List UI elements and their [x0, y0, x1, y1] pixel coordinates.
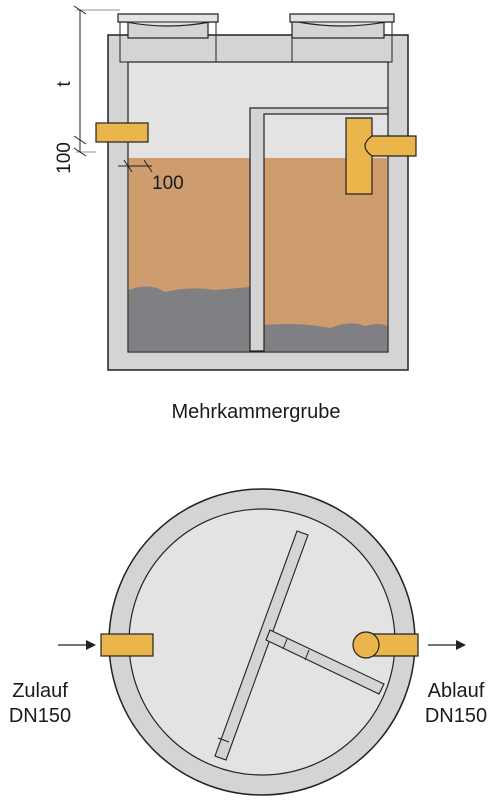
section-view: t 100 100 Mehrkammergrube — [54, 5, 417, 423]
section-caption: Mehrkammergrube — [172, 401, 341, 423]
overflow-slot-b — [304, 649, 310, 661]
dim-offset-tick-l — [123, 159, 133, 173]
sludge-layer-right — [264, 323, 388, 352]
dim-height-label: 100 — [54, 142, 75, 174]
inlet-label: Zulauf — [12, 680, 68, 702]
outlet-tee-plan — [352, 631, 380, 659]
outlet-t-pipe — [345, 117, 417, 195]
inlet-pipe-plan — [100, 633, 154, 657]
outlet-size: DN150 — [425, 705, 487, 727]
overflow-slot-a — [282, 638, 288, 650]
dim-offset-label: 100 — [152, 173, 184, 194]
inlet-arrow-head — [86, 640, 96, 650]
partition-wall-branch — [265, 629, 385, 695]
partition-wall-main — [214, 530, 309, 761]
sludge-layer-left — [128, 286, 250, 352]
plan-view: Zulauf DN150 Ablauf DN150 — [9, 488, 487, 796]
overflow-slot-c — [217, 737, 230, 743]
inlet-size: DN150 — [9, 705, 71, 727]
outlet-arrow-head — [456, 640, 466, 650]
dim-offset-tick-r — [143, 159, 153, 173]
outlet-t-pipe-bend — [364, 135, 373, 157]
outlet-label: Ablauf — [428, 680, 485, 702]
dim-t-label: t — [54, 81, 75, 87]
partition-top — [249, 107, 389, 352]
inlet-pipe-section — [95, 122, 149, 143]
